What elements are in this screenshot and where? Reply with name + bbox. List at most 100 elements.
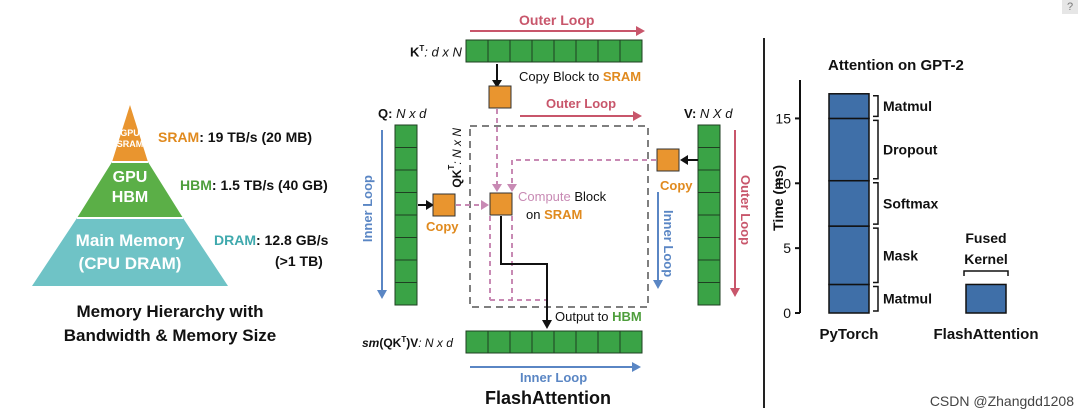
bar-segment (828, 179, 870, 227)
output-cell (597, 330, 621, 354)
outer-loop-mid-label: Outer Loop (546, 96, 617, 111)
segment-bracket (873, 181, 879, 225)
watermark-text: CSDN @Zhangdd1208 (929, 393, 1074, 409)
y-tick-label: 10 (775, 175, 791, 191)
q-label: Q: N x d (378, 106, 427, 121)
kt-copy-block (488, 85, 512, 109)
pyramid-hbm-tier (77, 162, 183, 218)
v-cell (697, 192, 721, 216)
segment-label: Softmax (883, 195, 938, 211)
output-matrix (465, 330, 643, 354)
y-tick-label: 0 (783, 305, 791, 321)
q-cell (394, 259, 418, 283)
v-cell (697, 124, 721, 148)
sram-spec: SRAM: 19 TB/s (20 MB) (158, 129, 313, 145)
segment-label: Mask (883, 247, 918, 263)
chart-y-axis-label: Time (ms) (770, 165, 786, 231)
section-divider (763, 38, 765, 408)
qkt-matrix-outline (469, 125, 649, 308)
outer-loop-right-label: Outer Loop (738, 175, 753, 246)
q-cell (394, 282, 418, 306)
output-cell (487, 330, 511, 354)
hbm-spec: HBM: 1.5 TB/s (40 GB) (180, 177, 328, 193)
outer-loop-top-label: Outer Loop (519, 12, 595, 28)
kt-cell (487, 39, 511, 63)
q-cell (394, 147, 418, 171)
segment-label: Dropout (883, 142, 938, 158)
q-cell (394, 237, 418, 261)
fused-label-line1: Fused (965, 230, 1006, 246)
output-label: Output to HBM (555, 309, 642, 324)
y-tick-label: 15 (775, 110, 791, 126)
flashattention-caption: FlashAttention (485, 388, 611, 408)
q-copy-label: Copy (426, 219, 459, 234)
y-tick-label: 5 (783, 240, 791, 256)
inner-loop-left-label: Inner Loop (360, 175, 375, 243)
bar-segment (828, 283, 870, 314)
v-cell (697, 214, 721, 238)
segment-bracket (873, 285, 879, 312)
v-matrix (697, 124, 721, 306)
v-copy-label: Copy (660, 178, 693, 193)
bar-segment (828, 117, 870, 182)
dram-spec: DRAM: 12.8 GB/s (214, 232, 329, 248)
kt-cell (531, 39, 555, 63)
category-label: PyTorch (820, 326, 879, 343)
help-icon[interactable]: ? (1062, 0, 1078, 14)
chart-title: Attention on GPT-2 (828, 57, 964, 74)
inner-loop-bottom-label: Inner Loop (520, 370, 588, 385)
q-cell (394, 192, 418, 216)
q-cell (394, 214, 418, 238)
kt-label: KT: d x N (410, 44, 462, 60)
fused-bracket (963, 270, 1009, 276)
v-label: V: N X d (684, 106, 733, 121)
q-copy-block (432, 193, 456, 217)
kt-cell (597, 39, 621, 63)
segment-label: Matmul (883, 291, 932, 307)
output-cell (531, 330, 555, 354)
kt-matrix (465, 39, 643, 63)
output-matrix-label: sm(QKT)V: N x d (362, 335, 453, 350)
kt-cell (575, 39, 599, 63)
v-cell (697, 237, 721, 261)
bar-segment (965, 283, 1007, 314)
kt-cell (619, 39, 643, 63)
qkt-label: QKT: N x N (447, 128, 464, 188)
bar-chart: 051015MatmulMaskSoftmaxDropoutMatmulPyTo… (775, 80, 1039, 343)
v-cell (697, 147, 721, 171)
kt-cell (553, 39, 577, 63)
q-matrix (394, 124, 418, 306)
pyramid-sram-tier (112, 105, 148, 162)
output-cell (619, 330, 643, 354)
dram-spec-size: (>1 TB) (275, 253, 323, 269)
output-cell (575, 330, 599, 354)
fused-label-line2: Kernel (964, 251, 1008, 267)
v-copy-block (656, 148, 680, 172)
q-cell (394, 124, 418, 148)
kt-cell (465, 39, 489, 63)
category-label: FlashAttention (934, 326, 1039, 343)
output-cell (553, 330, 577, 354)
pyramid-dram-tier (32, 218, 228, 286)
v-cell (697, 169, 721, 193)
dram-tier-label: Main Memory(CPU DRAM) (75, 231, 185, 273)
segment-bracket (873, 227, 879, 284)
bar-segment (828, 93, 870, 120)
inner-loop-right-label: Inner Loop (661, 210, 676, 278)
v-cell (697, 259, 721, 283)
v-cell (697, 282, 721, 306)
segment-bracket (873, 119, 879, 180)
compute-block-label: Compute Block on SRAM (518, 189, 607, 222)
segment-bracket (873, 95, 879, 118)
copy-block-label: Copy Block to SRAM (519, 69, 642, 84)
segment-label: Matmul (883, 98, 932, 114)
kt-cell (509, 39, 533, 63)
compute-block (489, 192, 513, 216)
q-cell (394, 169, 418, 193)
output-cell (509, 330, 533, 354)
output-cell (465, 330, 489, 354)
